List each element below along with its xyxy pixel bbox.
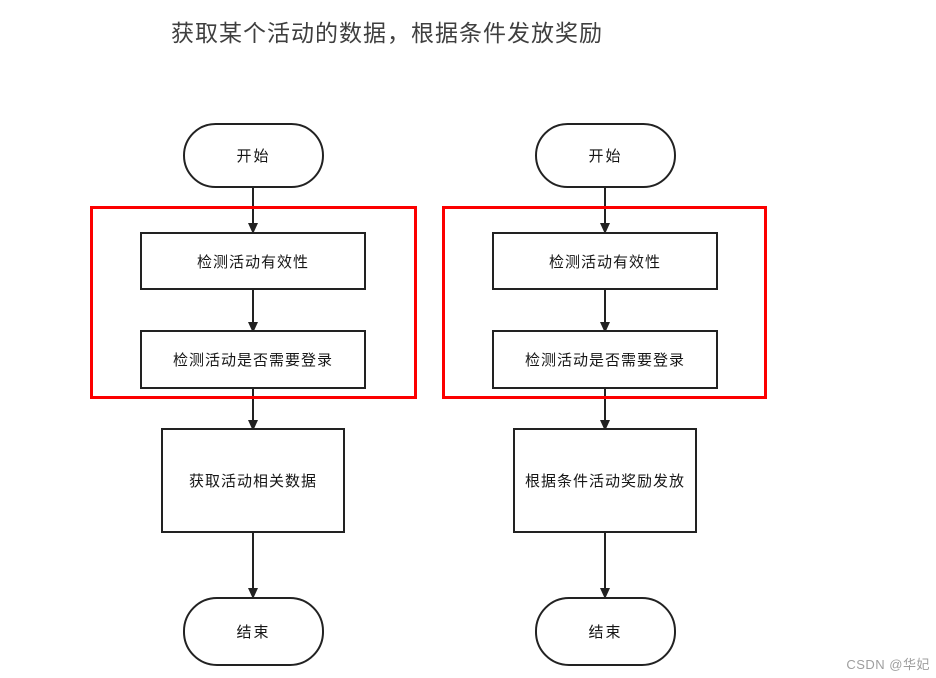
start-node: 开始	[535, 123, 676, 188]
arrow-down-icon	[247, 533, 259, 599]
arrow-down-icon	[599, 533, 611, 599]
page-title: 获取某个活动的数据，根据条件发放奖励	[171, 21, 603, 46]
arrow-shaft	[604, 389, 606, 422]
process-check-activity-validity: 检测活动有效性	[492, 232, 718, 290]
arrow-shaft	[604, 533, 606, 590]
process-get-activity-data: 获取活动相关数据	[161, 428, 345, 533]
arrow-down-icon	[599, 188, 611, 234]
arrow-head	[248, 322, 258, 333]
process-distribute-rewards: 根据条件活动奖励发放	[513, 428, 697, 533]
process-check-activity-validity: 检测活动有效性	[140, 232, 366, 290]
arrow-shaft	[252, 533, 254, 590]
arrow-down-icon	[247, 290, 259, 333]
arrow-head	[600, 322, 610, 333]
arrow-down-icon	[247, 188, 259, 234]
arrow-shaft	[252, 188, 254, 225]
arrow-head	[600, 588, 610, 599]
arrow-down-icon	[599, 389, 611, 431]
arrow-head	[248, 420, 258, 431]
end-node: 结束	[183, 597, 324, 666]
arrow-head	[248, 223, 258, 234]
arrow-shaft	[604, 188, 606, 225]
end-node: 结束	[535, 597, 676, 666]
watermark: CSDN @华妃	[846, 657, 930, 672]
arrow-down-icon	[247, 389, 259, 431]
arrow-head	[600, 223, 610, 234]
arrow-shaft	[604, 290, 606, 324]
arrow-shaft	[252, 389, 254, 422]
process-check-login-required: 检测活动是否需要登录	[140, 330, 366, 389]
arrow-head	[600, 420, 610, 431]
arrow-head	[248, 588, 258, 599]
process-check-login-required: 检测活动是否需要登录	[492, 330, 718, 389]
arrow-shaft	[252, 290, 254, 324]
arrow-down-icon	[599, 290, 611, 333]
start-node: 开始	[183, 123, 324, 188]
